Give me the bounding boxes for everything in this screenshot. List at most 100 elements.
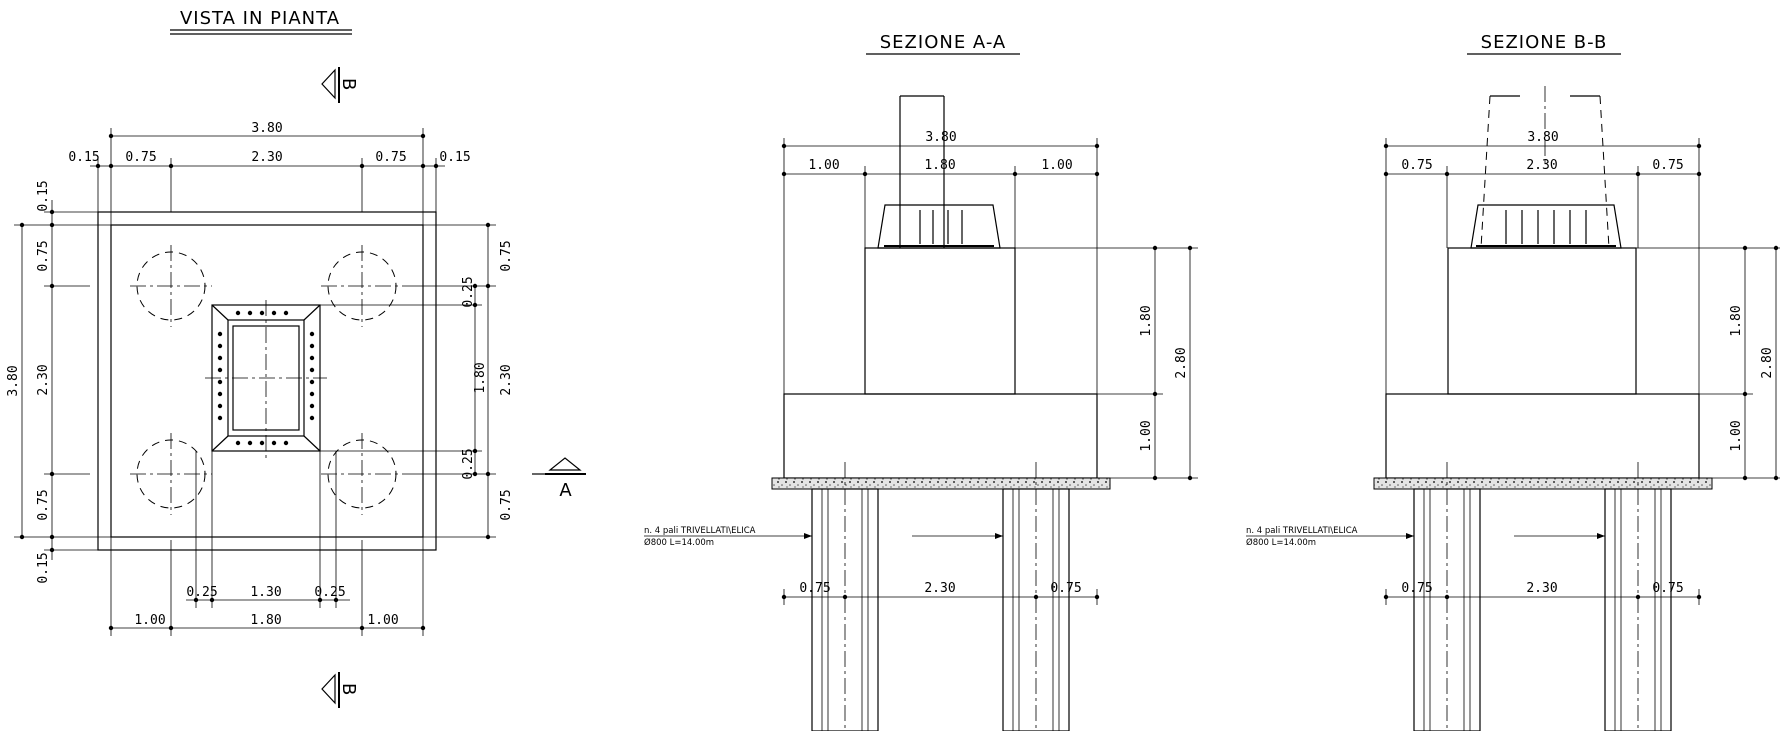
section-aa-pile-note-1: n. 4 pali TRIVELLATI\ELICA: [644, 526, 756, 536]
section-bb-dim-right-280: 2.80: [1760, 347, 1775, 378]
plan-dim-bottom-100-left: 1.00: [134, 613, 165, 628]
section-aa-blinding: [771, 477, 1111, 490]
rebar-dot: [217, 403, 223, 409]
section-bb-dim-right-180: 1.80: [1729, 305, 1744, 336]
plan-dim-left-075-top: 0.75: [36, 240, 51, 271]
plan-dims-top: 3.80 0.15 0.75 2.30 0.75 0.15: [68, 121, 471, 225]
rebar-dot: [217, 343, 223, 349]
section-b-letter-bottom: B: [338, 683, 359, 696]
section-aa-dim-right-280: 2.80: [1174, 347, 1189, 378]
plan-dim-right-075-top: 0.75: [499, 240, 514, 271]
rebar-dot: [217, 391, 223, 397]
plan-cap-outline: [97, 211, 437, 551]
rebar-dot: [247, 440, 253, 446]
plan-dim-edge-left: 0.15: [68, 150, 99, 165]
section-bb-dim-pile-230: 2.30: [1526, 581, 1557, 596]
section-bb-pile-note-2: Ø800 L=14.00m: [1246, 537, 1316, 548]
plan-dim-right-025-bottom: 0.25: [461, 448, 476, 479]
section-marker-b-top: B: [321, 67, 359, 103]
section-aa-dim-right-100: 1.00: [1139, 420, 1154, 451]
section-aa-dim-pile-075-left: 0.75: [799, 581, 830, 596]
section-aa-pile-left: [811, 462, 879, 731]
section-aa-dim-pile-230: 2.30: [924, 581, 955, 596]
section-bb-cap: [1385, 393, 1700, 479]
plan-dims-left: 3.80 0.15 0.75 2.30 0.75 0.15: [6, 180, 111, 584]
section-bb-dim-right-100: 1.00: [1729, 420, 1744, 451]
rebar-dot: [217, 379, 223, 385]
section-bb-plinth: [1447, 247, 1637, 395]
plan-dim-bottom-025-left: 0.25: [186, 585, 217, 600]
rebar-dot: [309, 415, 315, 421]
plan-dim-bottom-180: 1.80: [250, 613, 281, 628]
rebar-dot: [247, 310, 253, 316]
section-aa-dim-top-mid: 1.80: [924, 158, 955, 173]
section-marker-b-bottom: B: [321, 672, 359, 708]
plan-dim-total-top: 3.80: [251, 121, 282, 136]
section-aa-pier-base: [877, 204, 1001, 249]
rebar-dot: [309, 391, 315, 397]
plan-dim-left-015-bottom: 0.15: [36, 552, 51, 583]
rebar-dot: [309, 403, 315, 409]
plan-dim-bottom-130: 1.30: [250, 585, 281, 600]
section-aa-plinth: [864, 247, 1016, 395]
plan-dim-left-total: 3.80: [6, 365, 21, 396]
section-bb-dim-top-right: 0.75: [1652, 158, 1683, 173]
section-bb-dim-top-mid: 2.30: [1526, 158, 1557, 173]
section-bb-pile-right: [1604, 462, 1672, 731]
rebar-dot: [309, 343, 315, 349]
section-aa-dim-right-180: 1.80: [1139, 305, 1154, 336]
rebar-dot: [259, 440, 265, 446]
section-bb: SEZIONE B-B: [1246, 32, 1780, 731]
rebar-dot: [271, 310, 277, 316]
plan-dim-left-230: 2.30: [36, 364, 51, 395]
section-bb-dim-pile-075-right: 0.75: [1652, 581, 1683, 596]
plan-dim-right-025-top: 0.25: [461, 276, 476, 307]
rebar-dot: [235, 310, 241, 316]
section-aa-dim-top-total: 3.80: [925, 130, 956, 145]
plan-cap-inner: [110, 224, 424, 538]
section-marker-a: A: [532, 457, 586, 501]
plan-pier: [205, 300, 327, 458]
plan-dim-right-180: 1.80: [473, 362, 488, 393]
section-bb-dim-top-left: 0.75: [1401, 158, 1432, 173]
section-bb-title: SEZIONE B-B: [1481, 32, 1608, 53]
rebar-dot: [217, 415, 223, 421]
rebar-dot: [283, 310, 289, 316]
rebar-dot: [309, 355, 315, 361]
section-aa-dim-pile-075-right: 0.75: [1050, 581, 1081, 596]
plan-dim-right-230: 2.30: [499, 364, 514, 395]
rebar-dot: [259, 310, 265, 316]
section-aa-dim-top-right: 1.00: [1041, 158, 1072, 173]
rebar-dot: [309, 331, 315, 337]
section-bb-dim-top-total: 3.80: [1527, 130, 1558, 145]
rebar-dot: [309, 367, 315, 373]
section-aa-cap: [783, 393, 1098, 479]
section-bb-pile-note-1: n. 4 pali TRIVELLATI\ELICA: [1246, 526, 1358, 536]
section-aa: SEZIONE A-A: [644, 32, 1198, 731]
plan-dim-right-075-bottom: 0.75: [499, 489, 514, 520]
section-aa-title: SEZIONE A-A: [880, 32, 1007, 53]
plan-title: VISTA IN PIANTA: [180, 8, 340, 29]
section-bb-dim-pile-075-left: 0.75: [1401, 581, 1432, 596]
plan-dim-bottom-100-right: 1.00: [367, 613, 398, 628]
section-a-letter: A: [559, 480, 572, 501]
section-bb-pier-base: [1470, 204, 1622, 249]
section-b-letter-top: B: [338, 78, 359, 91]
rebar-dot: [217, 331, 223, 337]
plan-pile-centerlines: [130, 245, 403, 515]
plan-dim-230: 2.30: [251, 150, 282, 165]
plan-dim-left-075-bottom: 0.75: [36, 489, 51, 520]
plan-dims-bottom: 0.25 1.30 0.25 1.00 1.80 1.00: [108, 451, 426, 636]
plan-dim-075-right: 0.75: [375, 150, 406, 165]
plan-dim-bottom-025-right: 0.25: [314, 585, 345, 600]
plan-dims-right: 0.75 2.30 0.75 0.25 1.80 0.25: [320, 222, 514, 540]
rebar-dot: [217, 355, 223, 361]
section-aa-pile-right: [1002, 462, 1070, 731]
rebar-dot: [283, 440, 289, 446]
rebar-dot: [271, 440, 277, 446]
section-bb-blinding: [1373, 477, 1713, 490]
section-bb-pile-left: [1413, 462, 1481, 731]
section-aa-dim-top-left: 1.00: [808, 158, 839, 173]
section-aa-pile-note-2: Ø800 L=14.00m: [644, 537, 714, 548]
